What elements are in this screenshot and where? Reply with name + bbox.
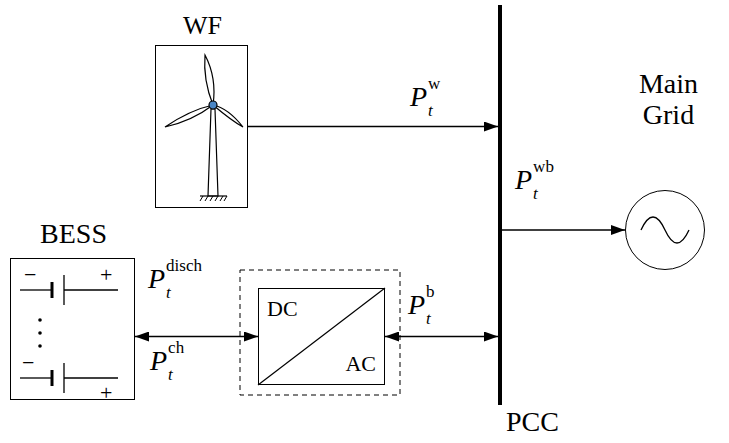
node-heading: Main Grid <box>611 69 726 131</box>
script-stack: wt <box>428 80 440 114</box>
power-flow-arrow <box>385 336 498 338</box>
subscript: t <box>426 310 435 327</box>
subscript: t <box>166 284 202 301</box>
superscript: wb <box>533 158 554 175</box>
superscript: w <box>428 75 440 92</box>
wind-farm-box: WF <box>155 45 248 208</box>
turbine-tower <box>208 109 218 196</box>
superscript: b <box>426 283 435 300</box>
converter-box: DC AC <box>258 288 385 385</box>
power-flow-arrow <box>248 126 498 128</box>
ac-source-sine <box>641 217 689 243</box>
subscript: t <box>168 366 184 383</box>
polarity-sign: + <box>100 264 112 286</box>
power-flow-label: Pdischt <box>148 262 202 296</box>
wind-turbine <box>165 55 243 201</box>
polarity-sign: + <box>100 382 112 404</box>
ellipsis-dot <box>38 318 42 322</box>
node-heading: WF <box>156 12 249 41</box>
turbine-blade <box>213 105 243 127</box>
power-flow-label: Pwt <box>410 80 440 114</box>
power-symbol: P <box>515 166 532 194</box>
turbine-blade <box>165 105 213 127</box>
subscript: t <box>428 102 440 119</box>
converter-label: DC <box>267 297 298 321</box>
battery-wire <box>64 377 118 378</box>
power-symbol: P <box>408 291 425 319</box>
polarity-sign: − <box>22 352 34 374</box>
power-flow-label: Pbt <box>408 288 435 322</box>
script-stack: wbt <box>533 163 554 197</box>
pcc-bus: PCC <box>498 5 502 405</box>
subscript: t <box>533 185 554 202</box>
battery-plate <box>51 282 54 298</box>
battery-wire <box>64 289 118 290</box>
turbine-hub <box>209 101 217 109</box>
ground-hatch <box>200 196 227 201</box>
script-stack: discht <box>166 262 202 296</box>
turbine-blade <box>205 55 214 105</box>
power-symbol: P <box>148 265 165 293</box>
power-flow-label: Pcht <box>150 344 184 378</box>
superscript: ch <box>168 339 184 356</box>
script-stack: cht <box>168 344 184 378</box>
script-stack: bt <box>426 288 435 322</box>
power-symbol: P <box>410 83 427 111</box>
ellipsis-dot <box>38 331 42 335</box>
node-heading: BESS <box>11 219 136 250</box>
ellipsis-dot <box>38 344 42 348</box>
converter-label: AC <box>345 352 376 376</box>
polarity-sign: − <box>24 264 36 286</box>
power-flow-arrow <box>135 336 258 338</box>
converter-diagonal <box>258 288 385 385</box>
battery-cells <box>20 275 118 393</box>
node-heading: PCC <box>506 407 559 438</box>
power-flow-label: Pwbt <box>515 163 554 197</box>
battery-wire <box>20 289 52 290</box>
power-flow-arrow <box>502 229 625 231</box>
superscript: disch <box>166 257 202 274</box>
battery-plate <box>51 370 54 386</box>
converter-enclosure <box>240 270 400 395</box>
power-symbol: P <box>150 347 167 375</box>
battery-wire <box>20 377 52 378</box>
grid-source-circle: Main Grid <box>625 190 705 270</box>
